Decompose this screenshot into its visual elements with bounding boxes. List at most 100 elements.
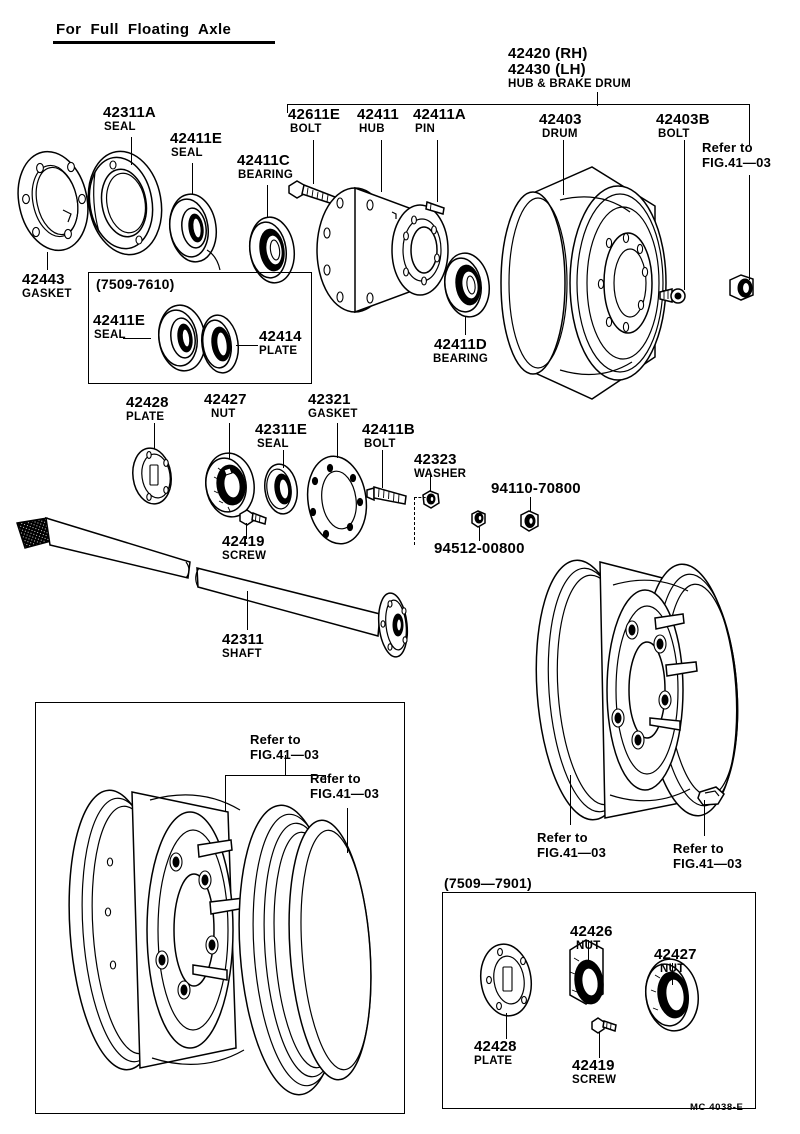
label-42323-name: WASHER	[414, 468, 467, 480]
inset2-42427-pn: 42427	[654, 946, 697, 963]
part-refer-nut-top-right	[730, 275, 753, 300]
part-42411A-pin	[426, 202, 444, 214]
leader-inset-42411E	[123, 338, 151, 340]
inset2-42419-name: SCREW	[572, 1074, 617, 1086]
leader-42411C	[267, 185, 269, 217]
refer-note-top-right-line2: FIG.41—03	[702, 155, 771, 170]
leader-94110	[530, 497, 532, 511]
leader-42411D	[465, 317, 467, 335]
label-42311E-name: SEAL	[257, 438, 289, 450]
part-42411B-bolt	[367, 487, 406, 504]
assembly-callout-name: HUB & BRAKE DRUM	[508, 78, 631, 90]
leader-inset-refer-a-stem	[285, 755, 287, 775]
inset2-42428-pn: 42428	[474, 1038, 517, 1055]
wheel-assembly-right	[528, 557, 745, 823]
leader-refer-top-stem	[749, 113, 751, 145]
part-42321-gasket	[302, 452, 372, 547]
label-42311A-pn: 42311A	[103, 104, 156, 121]
part-42427-nut	[202, 450, 258, 520]
leader-refer-mid-b	[704, 800, 706, 836]
label-42311A-name: SEAL	[104, 121, 136, 133]
label-42411C-name: BEARING	[238, 169, 294, 181]
label-42411-name: HUB	[359, 123, 385, 135]
leader-dashed-bolt	[414, 497, 415, 545]
label-42428-pn: 42428	[126, 394, 169, 411]
leader-inset-refer-bar-tick	[325, 775, 327, 783]
part-42411C-bearing	[246, 214, 299, 285]
refer-note-top-right-line1: Refer to	[702, 140, 753, 155]
label-42611E-name: BOLT	[290, 123, 322, 135]
leader-inset-42414	[236, 345, 258, 347]
label-42427-name: NUT	[211, 408, 236, 420]
inset2-range: (7509—7901)	[444, 875, 532, 891]
label-42411-pn: 42411	[357, 106, 399, 123]
label-42443-pn: 42443	[22, 271, 65, 288]
inset1-range: (7509-7610)	[96, 276, 175, 292]
leader-inset2-42419	[599, 1032, 601, 1058]
part-42411D-bearing	[441, 250, 493, 320]
leader-42411A	[437, 140, 439, 202]
label-42403B-name: BOLT	[658, 128, 690, 140]
label-42311E-pn: 42311E	[255, 421, 308, 438]
leader-42443	[47, 252, 49, 270]
footer-code: MC 4038-E	[690, 1102, 744, 1113]
label-42411B-pn: 42411B	[362, 421, 415, 438]
refer-note-mid-a-line1: Refer to	[537, 830, 588, 845]
inset2-parts	[476, 940, 703, 1034]
leader-inset-refer-a	[225, 775, 227, 811]
part-42323-washer	[423, 491, 439, 508]
label-42411D-name: BEARING	[433, 353, 489, 365]
leader-42411E	[192, 163, 194, 195]
leader-inset2-42427	[672, 963, 674, 985]
label-42411E-pn: 42411E	[170, 130, 223, 147]
refer-note-mid-a-line2: FIG.41—03	[537, 845, 606, 860]
part-42311-shaft	[17, 518, 410, 658]
leader-42611E	[313, 140, 315, 184]
label-42311-name: SHAFT	[222, 648, 262, 660]
assembly-callout-lh: 42430 (LH)	[508, 61, 586, 78]
inset1-42414-name: PLATE	[259, 345, 298, 357]
label-94110-pn: 94110-70800	[491, 480, 581, 497]
leader-assembly-bar	[287, 104, 750, 106]
label-42323-pn: 42323	[414, 451, 457, 468]
leader-42321	[337, 423, 339, 458]
leader-inset-refer-bar	[225, 775, 325, 777]
inset1-42414-pn: 42414	[259, 328, 302, 345]
inset2-42428-name: PLATE	[474, 1055, 513, 1067]
inset2-42426-name: NUT	[576, 940, 601, 952]
label-42428-name: PLATE	[126, 411, 165, 423]
leader-assembly-right-tick	[749, 104, 751, 113]
label-42411E-name: SEAL	[171, 147, 203, 159]
title-underline	[53, 41, 275, 44]
label-94512-pn: 94512-00800	[434, 540, 525, 557]
inset-box-7509-7610	[88, 272, 312, 384]
label-42411D-pn: 42411D	[434, 336, 487, 353]
assembly-callout-rh: 42420 (RH)	[508, 45, 588, 62]
inset2-42427-name: NUT	[660, 963, 685, 975]
part-42419-screw	[240, 510, 266, 525]
label-42403-pn: 42403	[539, 111, 582, 128]
wheel-assembly-inset	[60, 787, 379, 1098]
part-42311A-seal	[81, 146, 170, 261]
inset-box-7509-7901	[442, 892, 756, 1109]
label-42427-pn: 42427	[204, 391, 247, 408]
leader-42311	[247, 591, 249, 630]
part-42403B-bolt	[660, 289, 685, 303]
leader-42403	[563, 140, 565, 195]
leader-42428	[154, 423, 156, 449]
inset2-42419-pn: 42419	[572, 1057, 615, 1074]
label-42411B-name: BOLT	[364, 438, 396, 450]
label-42411A-pn: 42411A	[413, 106, 466, 123]
inset-box-wheel	[35, 702, 405, 1114]
leader-42311E	[283, 450, 285, 468]
leader-refer-mid-a	[570, 775, 572, 825]
leader-assembly-left-tick	[287, 104, 289, 113]
refer-note-mid-b-line1: Refer to	[673, 841, 724, 856]
leader-42411	[381, 140, 383, 192]
label-42443-name: GASKET	[22, 288, 72, 300]
leader-42311A	[131, 137, 133, 165]
part-42411-hub	[317, 188, 448, 312]
leader-42419	[246, 523, 248, 539]
leader-assembly-stem	[597, 92, 599, 106]
